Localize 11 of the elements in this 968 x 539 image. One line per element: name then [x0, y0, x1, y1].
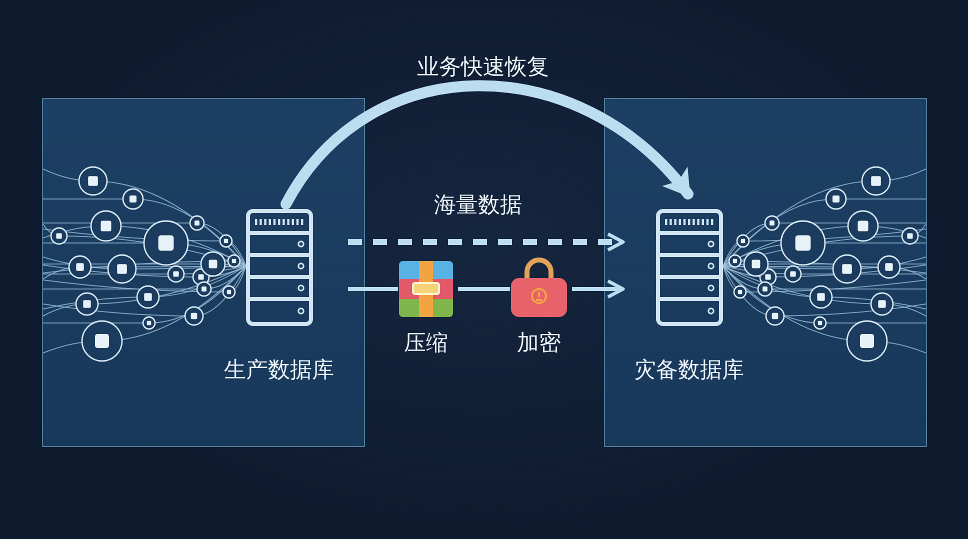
edge-label: 海量数据 [433, 193, 523, 220]
node-label: 灾备数据库 [634, 358, 744, 384]
arrow [280, 80, 694, 210]
arrow [572, 279, 625, 299]
node-label: 加密 [517, 331, 561, 358]
node-label: 压缩 [404, 331, 448, 358]
edge-label: 业务快速恢复 [416, 55, 550, 82]
arrow [348, 232, 625, 252]
panel-background [604, 98, 927, 447]
panel-background [42, 98, 365, 447]
node-label: 生产数据库 [224, 358, 334, 384]
